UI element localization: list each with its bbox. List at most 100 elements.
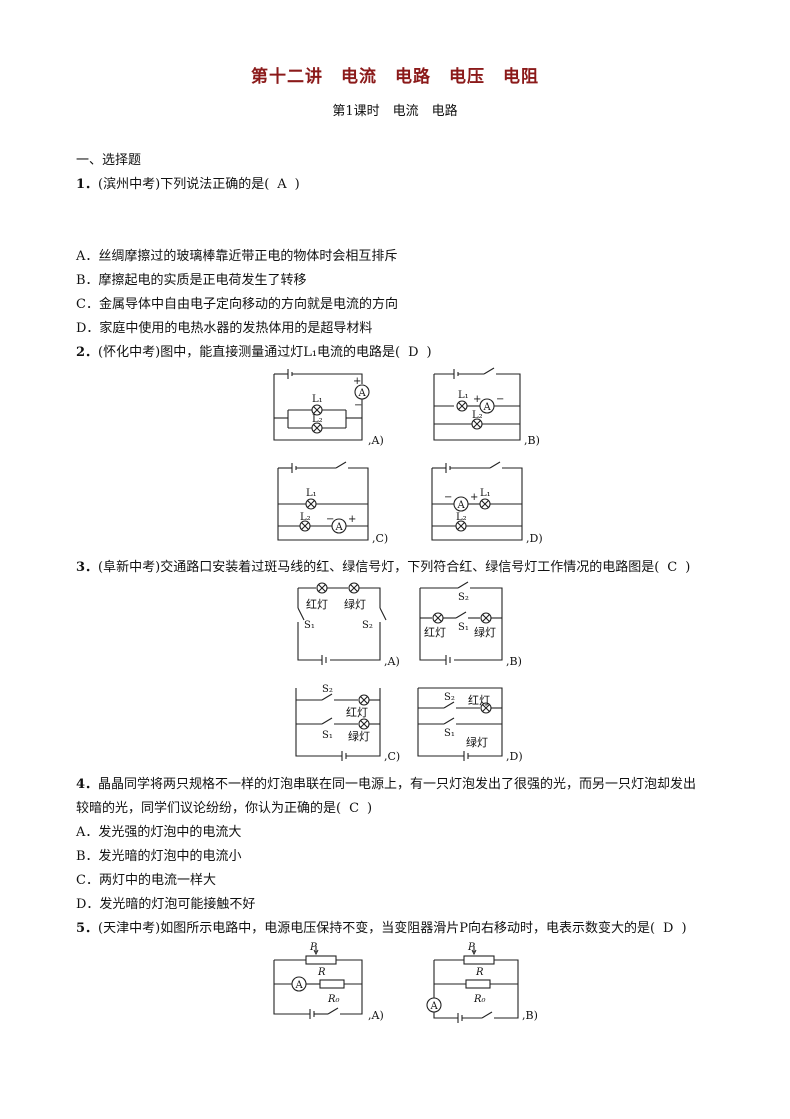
slider-label: P <box>309 942 317 953</box>
red-light-label: 红灯 <box>306 598 328 611</box>
q2-figure-d: A − + L₁ L₂ ,D) <box>431 461 543 545</box>
answer: A <box>277 177 287 192</box>
lamp-2-label: L₂ <box>456 512 467 523</box>
paren-close: ) <box>367 801 373 816</box>
option-a: A．发光强的灯泡中的电流大 <box>76 825 242 840</box>
lamp-1-label: L₁ <box>306 488 317 499</box>
paren-close: ) <box>294 177 300 192</box>
answer: C <box>349 801 360 816</box>
question-stem: 晶晶同学将两只规格不一样的灯泡串联在同一电源上，有一只灯泡发出了很强的光，而另一… <box>98 777 697 792</box>
figure-label: ,B) <box>506 655 522 668</box>
question-number: 4． <box>76 777 99 792</box>
option-c: C．两灯中的电流一样大 <box>76 873 216 888</box>
option-b: B．摩擦起电的实质是正电荷发生了转移 <box>76 273 307 288</box>
question-number: 3． <box>76 560 99 575</box>
figure-label: ,D) <box>526 532 543 545</box>
section-heading: 一、选择题 <box>76 153 142 168</box>
q5-figure-b: A P R R₀ ,B) <box>426 942 538 1023</box>
question-number: 2． <box>76 345 99 360</box>
figure-label: ,B) <box>522 1009 538 1022</box>
page-subtitle: 第1课时 电流 电路 <box>332 104 458 119</box>
figure-label: ,C) <box>384 750 400 763</box>
answer: C <box>667 560 678 575</box>
green-light-label: 绿灯 <box>344 597 366 611</box>
question-3: 3．(阜新中考)交通路口安装着过斑马线的红、绿信号灯，下列符合红、绿信号灯工作情… <box>76 556 690 575</box>
ammeter-label: A <box>457 500 466 511</box>
ammeter-label: A <box>295 980 304 991</box>
plus-label: + <box>348 514 356 525</box>
lamp-2-label: L₂ <box>300 512 311 523</box>
option-d: D．家庭中使用的电热水器的发热体用的是超导材料 <box>76 321 373 336</box>
lamp-2-label: L₂ <box>312 414 323 425</box>
question-stem: (滨州中考)下列说法正确的是( <box>98 177 270 192</box>
red-light-label: 红灯 <box>468 694 490 707</box>
minus-label: − <box>354 400 362 411</box>
lamp-1-label: L₁ <box>312 394 323 405</box>
question-stem: (天津中考)如图所示电路中，电源电压保持不变，当变阻器滑片P向右移动时，电表示数… <box>98 921 656 936</box>
green-light-label: 绿灯 <box>348 729 370 743</box>
q2-figure-a: A + − L₁ L₂ ,A) <box>273 369 384 447</box>
q3-figure-b: S₂ S₁ 红灯 绿灯 ,B) <box>419 581 522 668</box>
figure-label: ,D) <box>506 750 523 763</box>
plus-label: + <box>470 492 478 503</box>
ammeter-label: A <box>358 388 367 399</box>
green-light-label: 绿灯 <box>466 735 488 749</box>
lamp-1-label: L₁ <box>458 390 469 401</box>
resistor-r0-label: R₀ <box>327 994 340 1005</box>
slider-label: P <box>467 942 475 953</box>
figure-label: ,C) <box>372 532 388 545</box>
question-stem: (阜新中考)交通路口安装着过斑马线的红、绿信号灯，下列符合红、绿信号灯工作情况的… <box>98 560 660 575</box>
ammeter-label: A <box>483 402 492 413</box>
paren-close: ) <box>685 560 691 575</box>
paren-close: ) <box>426 345 432 360</box>
ammeter-label: A <box>430 1001 439 1012</box>
question-stem: 较暗的光，同学们议论纷纷，你认为正确的是( <box>76 801 342 816</box>
answer: D <box>663 921 674 936</box>
green-light-label: 绿灯 <box>474 625 496 639</box>
question-number: 5． <box>76 921 99 936</box>
figure-label: ,A) <box>368 1009 384 1022</box>
figure-label: ,A) <box>368 434 384 447</box>
page-title: 第十二讲 电流 电路 电压 电阻 <box>251 67 539 87</box>
figure-label: ,A) <box>384 655 400 668</box>
question-number: 1． <box>76 177 99 192</box>
q5-figure-a: P R A R₀ ,A) <box>273 942 384 1022</box>
question-1: 1．(滨州中考)下列说法正确的是( A) <box>76 173 300 192</box>
red-light-label: 红灯 <box>346 706 368 719</box>
switch-1-label: S₁ <box>322 730 333 741</box>
question-stem: (怀化中考)图中，能直接测量通过灯L₁电流的电路是( <box>98 345 401 360</box>
switch-2-label: S₂ <box>458 592 469 603</box>
switch-2-label: S₂ <box>322 684 333 695</box>
q3-figure-a: 红灯 绿灯 S₁ S₂ ,A) <box>297 582 400 668</box>
resistor-r-label: R <box>317 967 326 978</box>
lamp-2-label: L₂ <box>472 410 483 421</box>
switch-1-label: S₁ <box>444 728 455 739</box>
q2-figure-c: A − + L₁ L₂ ,C) <box>277 461 388 545</box>
resistor-r0-label: R₀ <box>473 994 486 1005</box>
switch-1-label: S₁ <box>304 620 315 631</box>
figure-label: ,B) <box>524 434 540 447</box>
option-c: C．金属导体中自由电子定向移动的方向就是电流的方向 <box>76 297 398 312</box>
red-light-label: 红灯 <box>424 626 446 639</box>
minus-label: − <box>326 514 334 525</box>
plus-label: + <box>353 376 361 387</box>
question-5: 5．(天津中考)如图所示电路中，电源电压保持不变，当变阻器滑片P向右移动时，电表… <box>76 917 687 936</box>
paren-close: ) <box>681 921 687 936</box>
q3-figure-c: S₂ 红灯 S₁ 绿灯 ,C) <box>295 684 400 763</box>
switch-1-label: S₁ <box>458 622 469 633</box>
ammeter-label: A <box>335 522 344 533</box>
switch-2-label: S₂ <box>444 692 455 703</box>
option-a: A．丝绸摩擦过的玻璃棒靠近带正电的物体时会相互排斥 <box>76 249 398 264</box>
question-4-line-1: 4．晶晶同学将两只规格不一样的灯泡串联在同一电源上，有一只灯泡发出了很强的光，而… <box>76 773 696 792</box>
answer: D <box>408 345 419 360</box>
question-4-line-2: 较暗的光，同学们议论纷纷，你认为正确的是( C) <box>76 797 372 816</box>
option-d: D．发光暗的灯泡可能接触不好 <box>76 897 256 912</box>
lamp-1-label: L₁ <box>480 488 491 499</box>
minus-label: − <box>444 492 452 503</box>
q2-figure-b: A + − L₁ L₂ ,B) <box>433 367 540 447</box>
option-b: B．发光暗的灯泡中的电流小 <box>76 849 242 864</box>
resistor-r-label: R <box>475 967 484 978</box>
switch-2-label: S₂ <box>362 620 373 631</box>
question-2: 2．(怀化中考)图中，能直接测量通过灯L₁电流的电路是( D) <box>76 341 432 360</box>
minus-label: − <box>496 394 504 405</box>
